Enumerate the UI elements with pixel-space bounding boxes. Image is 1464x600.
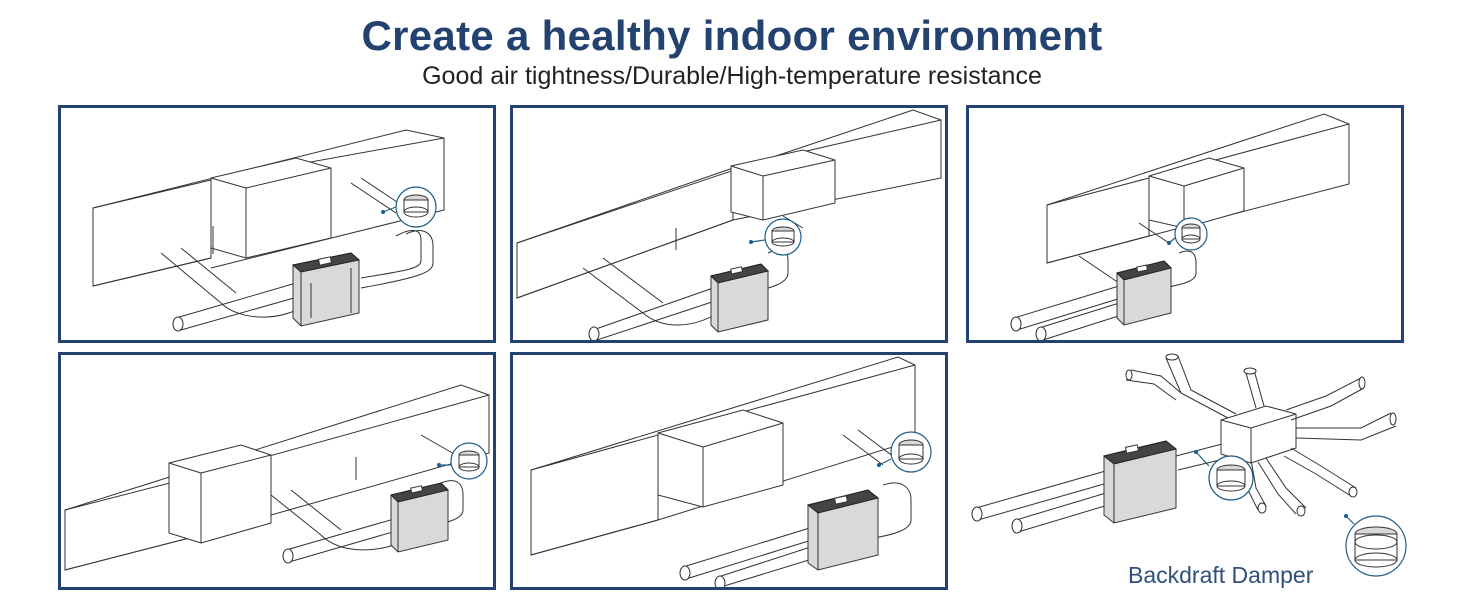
branch-duct-diagram [966,348,1464,600]
duct-diagram-2 [516,109,942,340]
duct-diagram-1 [92,129,445,332]
installation-panel-5 [510,352,948,590]
installation-panel-2 [510,105,948,343]
page-title: Create a healthy indoor environment [361,12,1103,59]
duct-diagram-5 [530,356,932,587]
page-subtitle: Good air tightness/Durable/High-temperat… [422,62,1042,90]
branch-duct-drawing [971,353,1407,577]
installation-panel-3 [966,105,1404,343]
installation-panel-4 [58,352,496,590]
duct-diagram-4 [64,384,490,571]
duct-diagram-3 [1010,113,1350,340]
backdraft-damper-label: Backdraft Damper [1128,562,1314,588]
installation-panel-1 [58,105,496,343]
